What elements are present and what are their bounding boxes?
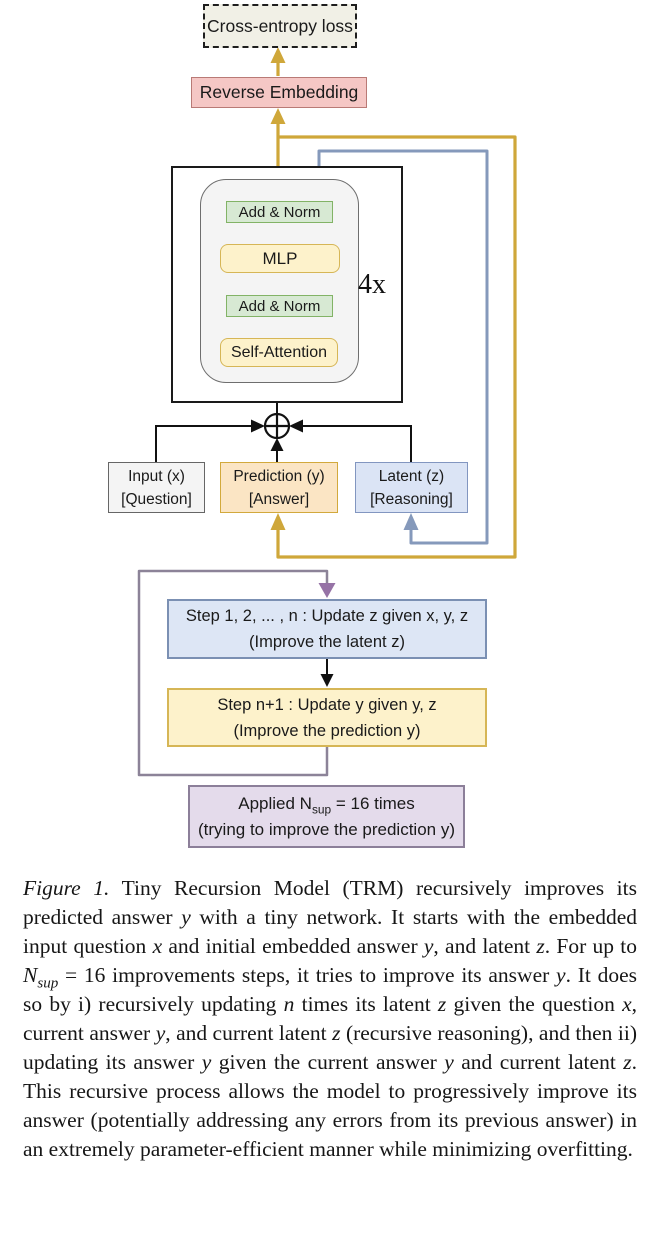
nsup-subscript: sup <box>311 801 332 816</box>
latent-update-line2: (Improve the latent z) <box>249 633 405 651</box>
add-norm-top-box: Add & Norm <box>226 201 333 223</box>
cross-entropy-loss-box: Cross-entropy loss <box>203 4 357 48</box>
answer-update-step-box: Step n+1 : Update y given y, z (Improve … <box>167 688 487 747</box>
cross-entropy-loss-label: Cross-entropy loss <box>207 15 353 36</box>
latent-update-line1: Step 1, 2, ... , n : Update z given x, y… <box>185 607 469 625</box>
input-x-line2: [Question] <box>121 490 192 508</box>
input-x-line1: Input (x) <box>128 467 185 485</box>
self-attention-label: Self-Attention <box>230 343 328 361</box>
reverse-embedding-label: Reverse Embedding <box>199 82 359 102</box>
prediction-y-box: Prediction (y) [Answer] <box>220 462 338 513</box>
answer-update-line2: (Improve the prediction y) <box>233 721 421 740</box>
latent-z-box: Latent (z) [Reasoning] <box>355 462 468 513</box>
latent-z-line1: Latent (z) <box>378 467 445 485</box>
reverse-embedding-box: Reverse Embedding <box>191 77 367 108</box>
applied-nsup-box: Applied Nsup = 16 times (trying to impro… <box>188 785 465 848</box>
prediction-y-line2: [Answer] <box>248 490 310 508</box>
repeat-4x-label: 4x <box>358 269 386 300</box>
self-attention-box: Self-Attention <box>220 338 338 367</box>
mlp-box: MLP <box>220 244 340 273</box>
applied-nsup-line1: Applied Nsup = 16 times <box>238 793 415 816</box>
input-x-box: Input (x) [Question] <box>108 462 205 513</box>
loop-arrowhead <box>318 583 336 598</box>
blue-arrowhead <box>403 513 419 530</box>
answer-update-line1: Step n+1 : Update y given y, z <box>217 695 437 714</box>
add-norm-bottom-box: Add & Norm <box>226 295 333 317</box>
latent-update-step-box: Step 1, 2, ... , n : Update z given x, y… <box>167 599 487 659</box>
applied-nsup-line2: (trying to improve the prediction y) <box>198 819 455 839</box>
add-norm-top-label: Add & Norm <box>238 203 321 221</box>
figure-caption: Figure 1. Tiny Recursion Model (TRM) rec… <box>23 876 637 1161</box>
latent-z-line2: [Reasoning] <box>370 490 453 508</box>
add-norm-bottom-label: Add & Norm <box>238 297 321 315</box>
plus-combiner-icon <box>263 412 291 440</box>
mlp-label: MLP <box>262 248 298 268</box>
prediction-y-line1: Prediction (y) <box>233 467 325 485</box>
